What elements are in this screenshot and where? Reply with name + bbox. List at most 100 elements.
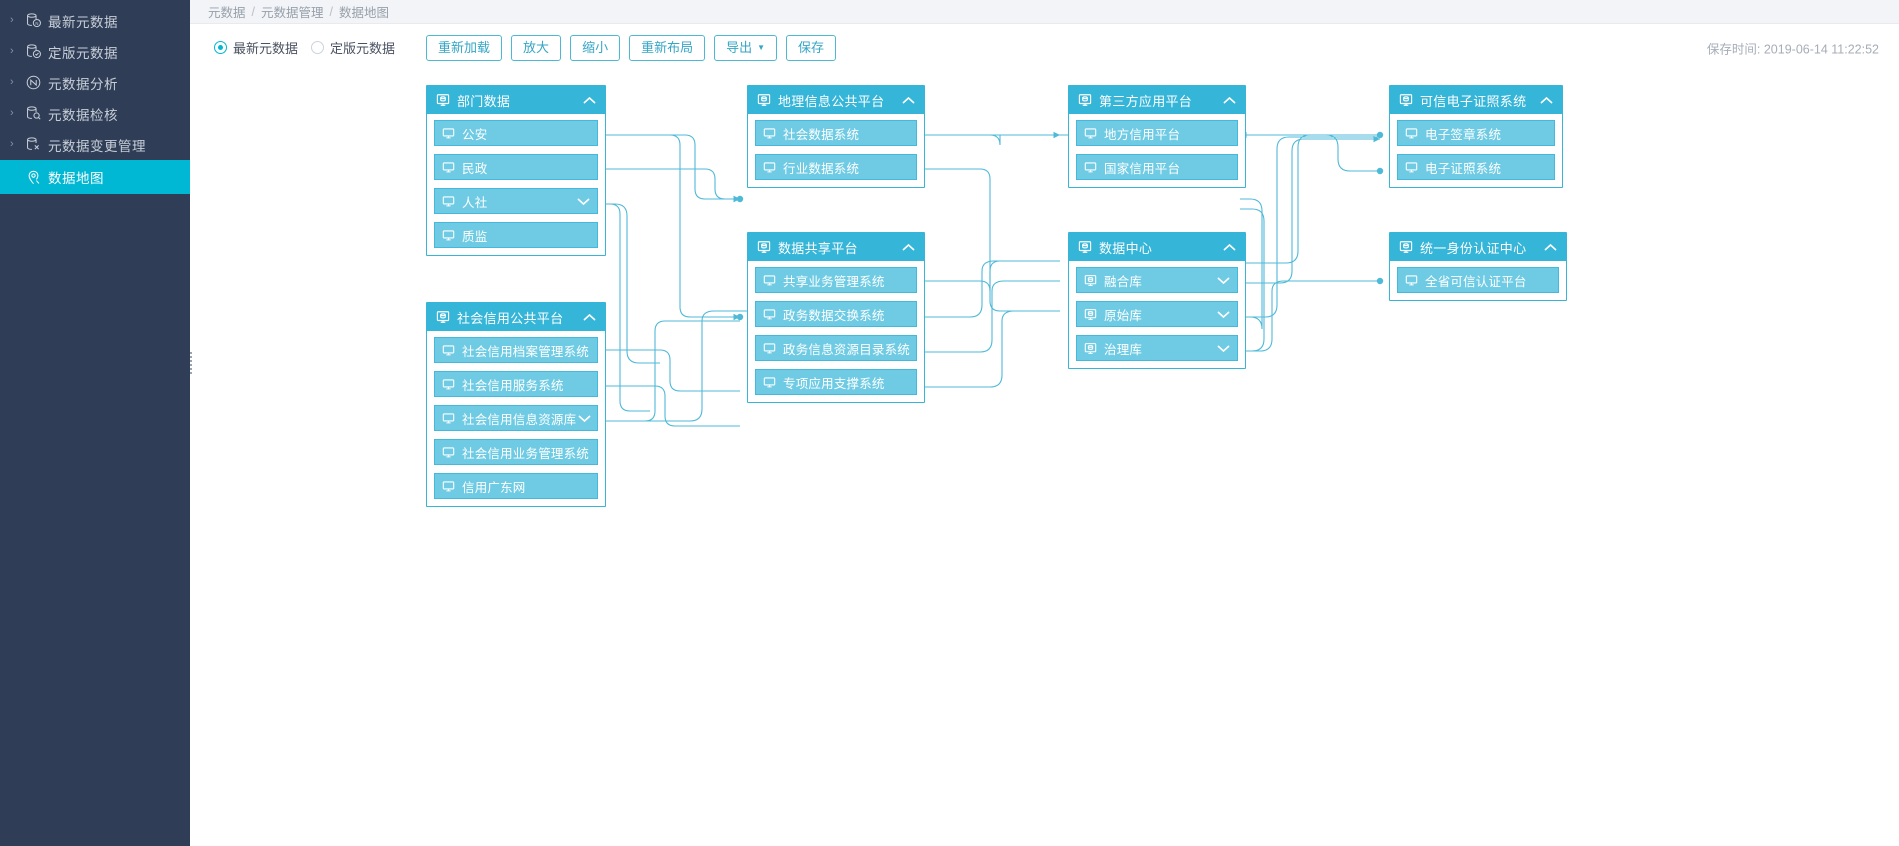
diagram-node[interactable]: 信用广东网 [434, 473, 598, 499]
sidebar-item-metadata-audit[interactable]: › 元数据检核 [0, 98, 190, 129]
zoom-out-button[interactable]: 缩小 [570, 34, 621, 61]
diagram-group-datacenter[interactable]: 数据中心融合库原始库治理库 [1068, 232, 1246, 369]
radio-versioned-metadata[interactable]: 定版元数据 [311, 38, 395, 57]
diagram-node[interactable]: 地方信用平台 [1076, 120, 1238, 146]
chevron-right-icon: › [10, 45, 14, 57]
diagram-node[interactable]: 政务信息资源目录系统 [755, 335, 917, 361]
breadcrumb-item-metadata-management[interactable]: 元数据管理 [261, 6, 324, 20]
diagram-node[interactable]: 公安 [434, 120, 598, 146]
diagram-node[interactable]: 社会信用信息资源库 [434, 405, 598, 431]
node-label: 电子证照系统 [1425, 161, 1502, 176]
diagram-node[interactable]: 电子证照系统 [1397, 154, 1555, 180]
diagram-group-cert[interactable]: 可信电子证照系统电子签章系统电子证照系统 [1389, 85, 1563, 188]
radio-button-icon[interactable] [311, 41, 325, 54]
group-header-credit[interactable]: 社会信用公共平台 [427, 303, 605, 331]
chevron-down-icon[interactable] [576, 414, 592, 423]
node-label: 质监 [462, 229, 488, 244]
radio-label: 定版元数据 [330, 41, 396, 56]
chevron-down-icon[interactable] [1215, 344, 1231, 353]
chevron-up-icon[interactable] [1538, 96, 1554, 105]
chevron-down-icon[interactable] [575, 197, 591, 206]
monitor-icon [1405, 274, 1420, 287]
zoom-in-button[interactable]: 放大 [511, 34, 562, 61]
group-body-geo: 社会数据系统行业数据系统 [748, 114, 924, 187]
save-time-label: 保存时间: 2019-06-14 11:22:52 [1706, 42, 1879, 56]
diagram-node[interactable]: 人社 [434, 188, 598, 214]
edge-endpoint-dot [736, 313, 744, 321]
relayout-button[interactable]: 重新布局 [629, 34, 706, 61]
chevron-right-icon: › [10, 76, 14, 88]
breadcrumb-item-data-map: 数据地图 [339, 6, 390, 20]
server-monitor-icon [436, 93, 452, 107]
node-label: 地方信用平台 [1104, 127, 1181, 142]
monitor-icon [763, 308, 778, 321]
server-monitor-icon [1084, 342, 1099, 355]
group-header-datacenter[interactable]: 数据中心 [1069, 233, 1245, 261]
diagram-node[interactable]: 治理库 [1076, 335, 1238, 361]
diagram-node[interactable]: 社会信用服务系统 [434, 371, 598, 397]
save-button[interactable]: 保存 [786, 34, 837, 61]
sidebar-item-metadata-analysis[interactable]: › 元数据分析 [0, 67, 190, 98]
sidebar-item-label: 元数据变更管理 [48, 138, 146, 154]
sidebar-item-versioned-metadata[interactable]: › 定版元数据 [0, 36, 190, 67]
diagram-node[interactable]: 行业数据系统 [755, 154, 917, 180]
chevron-up-icon[interactable] [1221, 243, 1237, 252]
chevron-up-icon[interactable] [1221, 96, 1237, 105]
export-button[interactable]: 导出 ▼ [714, 34, 778, 61]
group-header-dept[interactable]: 部门数据 [427, 86, 605, 114]
database-new-icon: N [22, 12, 44, 29]
radio-latest-metadata[interactable]: 最新元数据 [214, 38, 298, 57]
sidebar-item-label: 元数据检核 [48, 107, 118, 123]
group-header-geo[interactable]: 地理信息公共平台 [748, 86, 924, 114]
chevron-up-icon[interactable] [581, 96, 597, 105]
diagram-node[interactable]: 质监 [434, 222, 598, 248]
monitor-icon [1405, 161, 1420, 174]
diagram-node[interactable]: 电子签章系统 [1397, 120, 1555, 146]
group-header-cert[interactable]: 可信电子证照系统 [1390, 86, 1562, 114]
diagram-node[interactable]: 国家信用平台 [1076, 154, 1238, 180]
reload-button[interactable]: 重新加载 [426, 34, 503, 61]
sidebar-resize-handle[interactable] [188, 352, 194, 374]
sidebar-item-label: 定版元数据 [48, 45, 118, 61]
diagram-node[interactable]: 社会信用档案管理系统 [434, 337, 598, 363]
sidebar-item-metadata-change-management[interactable]: › 元数据变更管理 [0, 129, 190, 160]
node-label: 治理库 [1104, 342, 1143, 357]
diagram-node[interactable]: 民政 [434, 154, 598, 180]
group-header-thirdparty[interactable]: 第三方应用平台 [1069, 86, 1245, 114]
diagram-node[interactable]: 专项应用支撑系统 [755, 369, 917, 395]
chevron-up-icon[interactable] [581, 313, 597, 322]
breadcrumb-item-metadata[interactable]: 元数据 [208, 6, 246, 20]
diagram-canvas[interactable]: 部门数据公安民政人社质监社会信用公共平台社会信用档案管理系统社会信用服务系统社会… [190, 71, 1899, 846]
diagram-group-dept[interactable]: 部门数据公安民政人社质监 [426, 85, 606, 256]
node-label: 原始库 [1104, 308, 1143, 323]
chevron-down-icon: ▼ [757, 42, 766, 52]
diagram-node[interactable]: 全省可信认证平台 [1397, 267, 1559, 293]
diagram-group-auth[interactable]: 统一身份认证中心全省可信认证平台 [1389, 232, 1567, 301]
chevron-down-icon[interactable] [1215, 310, 1231, 319]
group-header-auth[interactable]: 统一身份认证中心 [1390, 233, 1566, 261]
diagram-group-share[interactable]: 数据共享平台共享业务管理系统政务数据交换系统政务信息资源目录系统专项应用支撑系统 [747, 232, 925, 403]
diagram-group-geo[interactable]: 地理信息公共平台社会数据系统行业数据系统 [747, 85, 925, 188]
toolbar: 最新元数据 定版元数据 重新加载 放大 缩小 重新布局 导出 ▼ 保存 保存时间… [190, 24, 1899, 71]
chevron-right-icon: › [10, 107, 14, 119]
diagram-node[interactable]: 社会信用业务管理系统 [434, 439, 598, 465]
radio-button-icon[interactable] [214, 41, 227, 54]
chevron-up-icon[interactable] [1542, 243, 1558, 252]
diagram-group-thirdparty[interactable]: 第三方应用平台地方信用平台国家信用平台 [1068, 85, 1246, 188]
chevron-down-icon[interactable] [1215, 276, 1231, 285]
diagram-node[interactable]: 共享业务管理系统 [755, 267, 917, 293]
monitor-icon [442, 195, 457, 208]
diagram-node[interactable]: 原始库 [1076, 301, 1238, 327]
breadcrumb: 元数据 / 元数据管理 / 数据地图 [190, 0, 1899, 24]
diagram-node[interactable]: 社会数据系统 [755, 120, 917, 146]
chevron-up-icon[interactable] [900, 243, 916, 252]
diagram-node[interactable]: 政务数据交换系统 [755, 301, 917, 327]
sidebar-item-latest-metadata[interactable]: › N 最新元数据 [0, 5, 190, 36]
sidebar-item-data-map[interactable]: 数据地图 [0, 160, 190, 194]
group-title: 部门数据 [457, 93, 511, 109]
map-pin-icon [22, 169, 44, 186]
diagram-group-credit[interactable]: 社会信用公共平台社会信用档案管理系统社会信用服务系统社会信用信息资源库社会信用业… [426, 302, 606, 507]
group-header-share[interactable]: 数据共享平台 [748, 233, 924, 261]
chevron-up-icon[interactable] [900, 96, 916, 105]
diagram-node[interactable]: 融合库 [1076, 267, 1238, 293]
